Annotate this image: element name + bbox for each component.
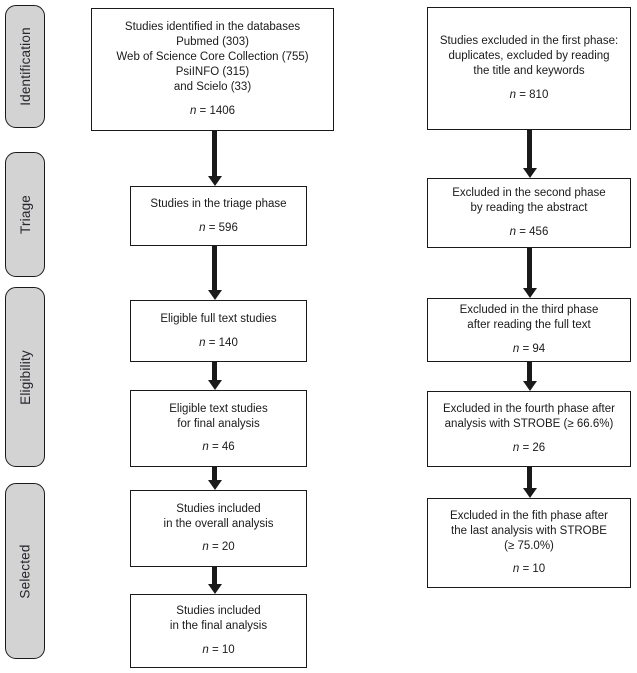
n-symbol: n <box>202 643 209 656</box>
box-line: Pubmed (303) <box>176 36 249 49</box>
stage-pill-triage: Triage <box>5 152 45 277</box>
n-symbol: n <box>202 441 209 454</box>
n-count: n = 26 <box>513 441 545 456</box>
box-excluded-third-phase: Excluded in the third phase after readin… <box>427 298 631 362</box>
box-eligible-final-analysis: Eligible text studies for final analysis… <box>130 390 307 467</box>
n-symbol: n <box>189 104 197 117</box>
box-triage-phase: Studies in the triage phase n = 596 <box>130 186 307 246</box>
stage-label-triage: Triage <box>17 195 33 234</box>
box-line: Eligible full text studies <box>160 312 277 325</box>
n-symbol: n <box>199 336 206 349</box>
n-count: n = 596 <box>199 221 238 236</box>
down-arrow-icon <box>212 362 217 380</box>
n-value: = 46 <box>211 441 235 454</box>
box-line: duplicates, excluded by reading <box>448 50 610 63</box>
n-value: = 140 <box>208 336 238 349</box>
n-value: = 10 <box>522 563 546 576</box>
box-eligible-full-text: Eligible full text studies n = 140 <box>130 300 307 362</box>
down-arrow-icon <box>212 131 217 176</box>
box-excluded-first-phase: Studies excluded in the first phase: dup… <box>427 7 631 130</box>
stage-pill-identification: Identification <box>5 5 45 128</box>
box-line: and Scielo (33) <box>173 80 252 93</box>
box-identified-databases: Studies identified in the databases Pubm… <box>91 8 334 131</box>
box-line: Studies included <box>176 605 261 618</box>
box-line: Excluded in the second phase <box>452 187 606 200</box>
stage-label-eligibility: Eligibility <box>17 349 33 405</box>
n-value: = 26 <box>522 441 546 454</box>
down-arrow-icon <box>527 248 532 288</box>
box-line: in the final analysis <box>169 620 268 633</box>
box-line: in the overall analysis <box>163 517 274 530</box>
box-included-final: Studies included in the final analysis n… <box>130 594 307 668</box>
n-value: = 810 <box>519 88 549 101</box>
n-symbol: n <box>509 88 517 101</box>
box-line: after reading the full text <box>467 319 591 332</box>
n-count: n = 1406 <box>190 104 235 119</box>
down-arrow-icon <box>527 362 532 381</box>
box-excluded-fifth-phase: Excluded in the fith phase after the las… <box>427 498 631 588</box>
n-count: n = 20 <box>202 540 234 555</box>
box-line: Studies identified in the databases <box>124 21 301 34</box>
n-value: = 456 <box>519 225 549 238</box>
n-count: n = 10 <box>202 643 234 658</box>
n-symbol: n <box>202 541 209 554</box>
n-count: n = 10 <box>513 562 545 577</box>
n-symbol: n <box>509 225 517 238</box>
box-excluded-fourth-phase: Excluded in the fourth phase after analy… <box>427 391 631 467</box>
box-line: for final analysis <box>177 417 260 430</box>
down-arrow-icon <box>212 467 217 480</box>
n-value: = 1406 <box>199 104 236 117</box>
stage-pill-eligibility: Eligibility <box>5 287 45 467</box>
box-line: the title and keywords <box>473 65 585 77</box>
down-arrow-icon <box>212 567 217 584</box>
n-count: n = 94 <box>513 342 545 357</box>
box-line: Studies excluded in the first phase: <box>439 35 619 48</box>
stage-label-selected: Selected <box>17 543 33 599</box>
n-value: = 10 <box>211 643 235 656</box>
box-excluded-second-phase: Excluded in the second phase by reading … <box>427 178 631 248</box>
stage-pill-selected: Selected <box>5 483 45 659</box>
box-line: Excluded in the fith phase after <box>450 509 608 522</box>
n-count: n = 46 <box>202 440 234 455</box>
box-line: Studies included <box>176 502 261 515</box>
box-line: Studies in the triage phase <box>150 197 287 210</box>
n-value: = 596 <box>208 221 238 234</box>
n-symbol: n <box>199 221 206 234</box>
n-value: = 94 <box>522 342 546 355</box>
n-value: = 20 <box>211 541 235 554</box>
box-line: PsiINFO (315) <box>175 66 250 78</box>
stage-label-identification: Identification <box>17 27 33 106</box>
box-line: Web of Science Core Collection (755) <box>116 51 309 64</box>
down-arrow-icon <box>527 467 532 488</box>
box-included-overall: Studies included in the overall analysis… <box>130 490 307 567</box>
n-count: n = 140 <box>199 336 238 351</box>
down-arrow-icon <box>527 130 532 168</box>
box-line: Excluded in the third phase <box>459 304 599 317</box>
box-line: Excluded in the fourth phase after <box>443 403 615 416</box>
n-symbol: n <box>512 342 520 355</box>
n-symbol: n <box>512 563 520 576</box>
down-arrow-icon <box>212 246 217 290</box>
box-line: Eligible text studies <box>169 402 268 415</box>
n-symbol: n <box>512 441 520 454</box>
n-count: n = 810 <box>510 88 549 103</box>
box-line: the last analysis with STROBE <box>451 524 607 537</box>
box-line: (≥ 75.0%) <box>504 539 554 552</box>
n-count: n = 456 <box>510 225 549 240</box>
box-line: analysis with STROBE (≥ 66.6%) <box>444 418 614 431</box>
box-line: by reading the abstract <box>470 202 588 215</box>
